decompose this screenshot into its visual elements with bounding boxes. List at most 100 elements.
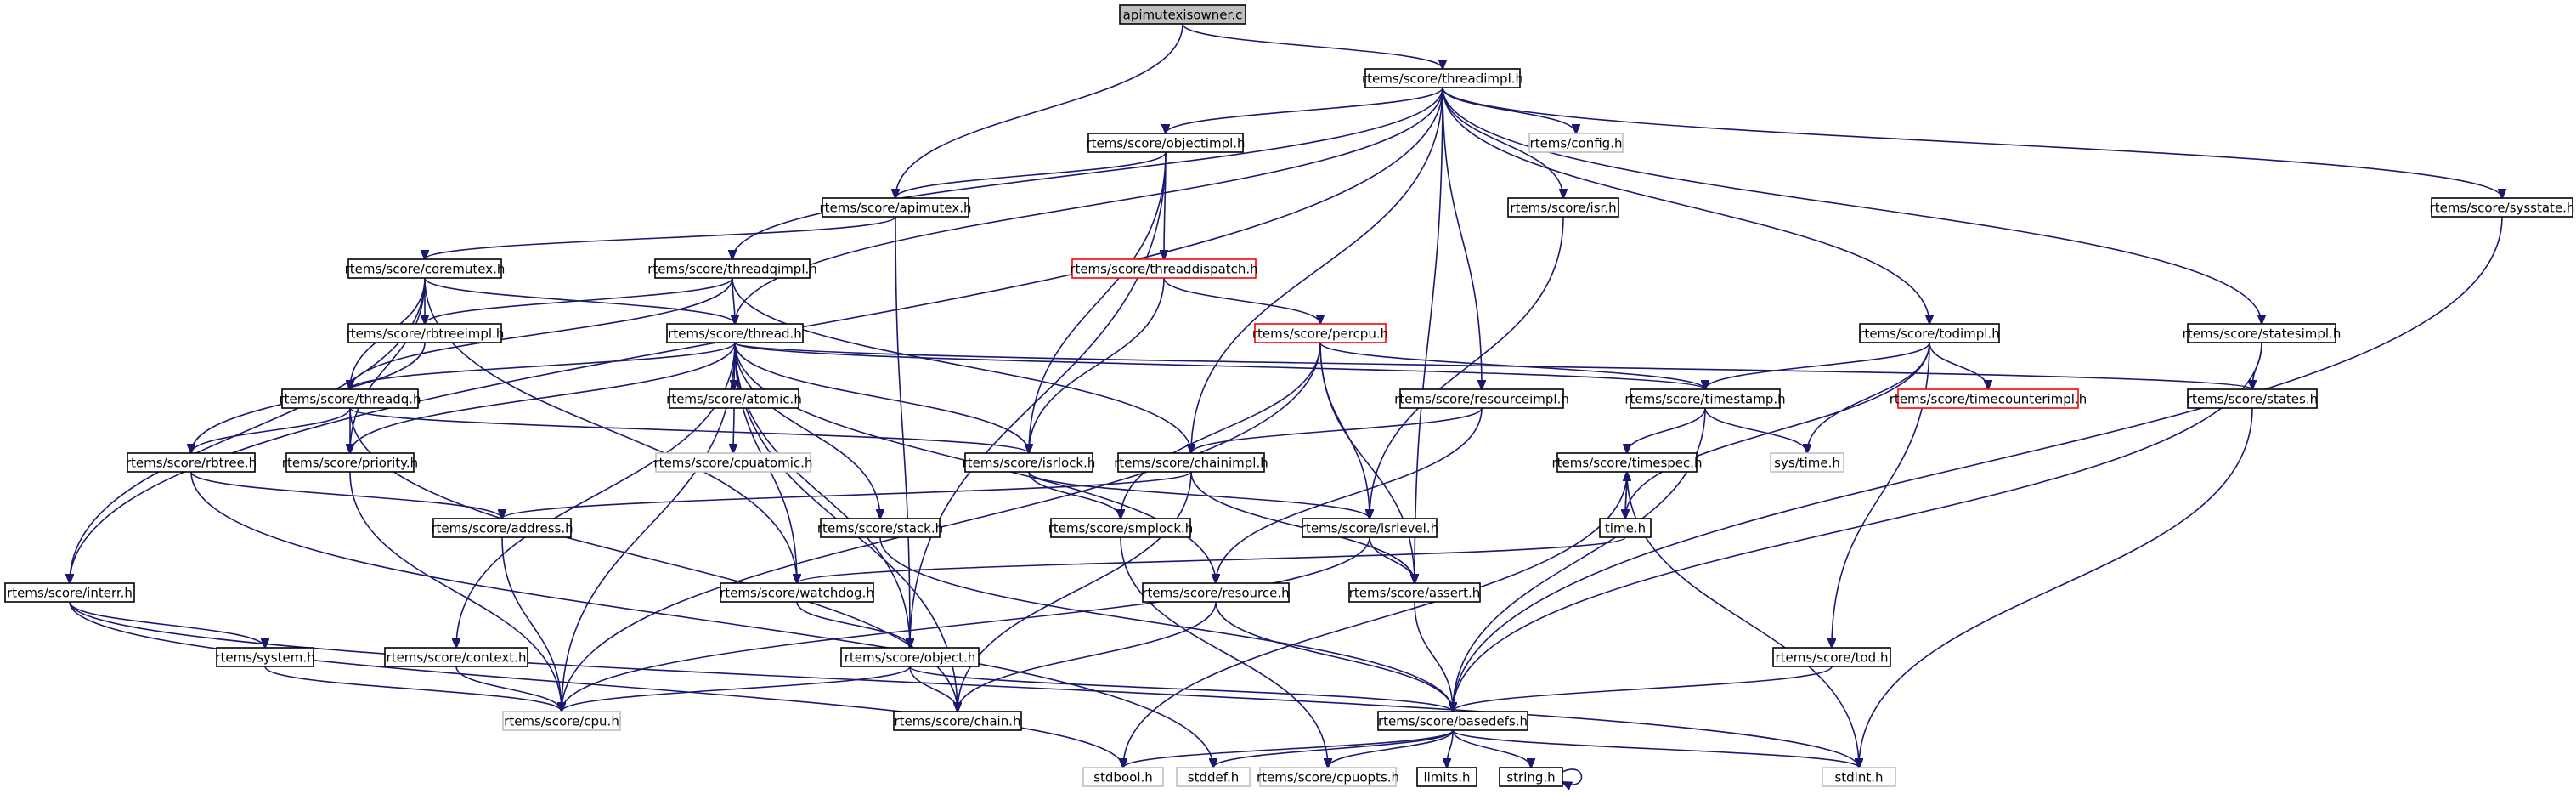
node-thread[interactable]: rtems/score/thread.h <box>666 323 804 343</box>
node-atomic[interactable]: rtems/score/atomic.h <box>666 388 802 409</box>
node-timecounterimpl[interactable]: rtems/score/timecounterimpl.h <box>1890 388 2087 409</box>
edge-thread-to-priority <box>350 342 736 453</box>
node-threadimpl[interactable]: rtems/score/threadimpl.h <box>1362 68 1523 88</box>
node-box <box>1772 647 1891 667</box>
node-chainimpl[interactable]: rtems/score/chainimpl.h <box>1114 452 1268 473</box>
edge-threadimpl-to-assert <box>1415 87 1443 583</box>
edge-percpu-to-cpu <box>562 342 1321 712</box>
node-priority[interactable]: rtems/score/priority.h <box>282 452 418 473</box>
node-box <box>1770 452 1844 473</box>
node-label: rtems/score/timespec.h <box>1551 456 1702 471</box>
node-box <box>1071 258 1257 279</box>
node-context[interactable]: rtems/score/context.h <box>384 647 528 667</box>
node-box <box>281 388 419 409</box>
edge-percpu-to-timestamp <box>1319 342 1705 389</box>
node-label: rtems/score/states.h <box>2187 392 2318 407</box>
node-limits[interactable]: limits.h <box>1416 767 1477 787</box>
node-apimutex[interactable]: rtems/score/apimutex.h <box>819 197 972 218</box>
edge-smplock-to-cpuopts <box>1120 536 1328 768</box>
node-stack[interactable]: rtems/score/stack.h <box>817 518 943 538</box>
node-percpu[interactable]: rtems/score/percpu.h <box>1252 323 1388 343</box>
node-box <box>669 388 799 409</box>
node-watchdog[interactable]: rtems/score/watchdog.h <box>720 582 874 603</box>
node-timespec[interactable]: rtems/score/timespec.h <box>1551 452 1703 473</box>
node-box <box>2187 323 2336 343</box>
edge-todimpl-to-timecounterimpl <box>1929 342 1988 389</box>
node-address[interactable]: rtems/score/address.h <box>431 518 573 538</box>
node-rbtree[interactable]: rtems/score/rbtree.h <box>126 452 257 473</box>
node-box <box>2187 388 2318 409</box>
node-threaddispatch[interactable]: rtems/score/threaddispatch.h <box>1070 258 1258 279</box>
node-box <box>1556 452 1698 473</box>
edge-assert-to-basedefs <box>1414 601 1453 712</box>
node-box <box>1416 767 1477 787</box>
node-label: limits.h <box>1423 770 1470 785</box>
node-rbtreeimpl[interactable]: rtems/score/rbtreeimpl.h <box>346 323 505 343</box>
node-threadqimpl[interactable]: rtems/score/threadqimpl.h <box>647 258 817 279</box>
node-statesimpl[interactable]: rtems/score/statesimpl.h <box>2183 323 2342 343</box>
node-label: stdbool.h <box>1093 770 1153 785</box>
edge-threadimpl-to-objectimpl <box>1166 87 1443 133</box>
node-resource[interactable]: rtems/score/resource.h <box>1142 582 1290 603</box>
node-label: rtems/score/address.h <box>431 521 573 536</box>
node-basedefs[interactable]: rtems/score/basedefs.h <box>1377 711 1528 731</box>
node-label: rtems/score/threadqimpl.h <box>647 262 817 277</box>
node-interr[interactable]: rtems/score/interr.h <box>4 582 135 603</box>
node-tod[interactable]: rtems/score/tod.h <box>1772 647 1891 667</box>
edge-threadimpl-to-statesimpl <box>1442 87 2262 324</box>
node-resourceimpl[interactable]: rtems/score/resourceimpl.h <box>1394 388 1569 409</box>
node-systime: sys/time.h <box>1770 452 1844 473</box>
edge-threaddispatch-to-isrlock <box>1029 277 1165 453</box>
node-stddef: stddef.h <box>1176 767 1251 787</box>
edge-rbtree-to-stddef <box>190 471 1213 768</box>
edge-objectimpl-to-object <box>910 151 1167 648</box>
edge-states-to-stdint <box>1859 407 2253 768</box>
node-states[interactable]: rtems/score/states.h <box>2187 388 2318 409</box>
node-label: rtems/score/smplock.h <box>1048 521 1194 536</box>
node-timeh[interactable]: time.h <box>1599 518 1652 538</box>
edge-string-to-string <box>1562 768 1583 785</box>
node-apimutexisowner[interactable]: apimutexisowner.c <box>1119 4 1246 25</box>
node-label: rtems/score/tod.h <box>1776 650 1889 666</box>
edge-object-to-basedefs <box>909 666 1453 712</box>
node-chain[interactable]: rtems/score/chain.h <box>893 711 1022 731</box>
node-label: rtems/score/isrlock.h <box>963 456 1096 471</box>
edge-interr-to-stdint <box>69 601 1859 768</box>
edge-context-to-cpu <box>455 666 562 712</box>
node-isrlock[interactable]: rtems/score/isrlock.h <box>963 452 1096 473</box>
node-label: rtems/score/object.h <box>845 650 976 666</box>
node-objectimpl[interactable]: rtems/score/objectimpl.h <box>1086 133 1246 153</box>
node-isrlevel[interactable]: rtems/score/isrlevel.h <box>1301 518 1438 538</box>
node-coremutex[interactable]: rtems/score/coremutex.h <box>345 258 506 279</box>
node-label: rtems/score/isrlevel.h <box>1301 521 1438 536</box>
edge-threadqimpl-to-rbtreeimpl <box>425 277 733 324</box>
node-cpu: rtems/score/cpu.h <box>502 711 621 731</box>
node-label: rtems/score/priority.h <box>282 456 418 471</box>
edge-threadq-to-isrlock <box>349 407 1029 453</box>
node-label: rtems/score/rbtreeimpl.h <box>346 326 505 342</box>
edge-thread-to-stack <box>734 342 880 519</box>
node-todimpl[interactable]: rtems/score/todimpl.h <box>1859 323 2000 343</box>
node-threadq[interactable]: rtems/score/threadq.h <box>279 388 421 409</box>
node-smplock[interactable]: rtems/score/smplock.h <box>1048 518 1194 538</box>
edge-threadimpl-to-threadqimpl <box>732 87 1443 259</box>
node-label: rtems/score/chainimpl.h <box>1114 456 1268 471</box>
node-system[interactable]: rtems/system.h <box>215 647 315 667</box>
node-label: rtems/score/coremutex.h <box>345 262 506 277</box>
edge-isrlevel-to-cpu <box>562 536 1370 712</box>
node-isr[interactable]: rtems/score/isr.h <box>1507 197 1619 218</box>
node-box <box>432 518 572 538</box>
edge-interr-to-stdbool <box>69 601 1123 768</box>
node-box <box>347 323 502 343</box>
node-timestamp[interactable]: rtems/score/timestamp.h <box>1624 388 1786 409</box>
node-box <box>1259 767 1397 787</box>
node-label: rtems/score/cpuopts.h <box>1257 770 1399 785</box>
node-label: rtems/score/cpuatomic.h <box>654 456 813 471</box>
node-label: rtems/score/resource.h <box>1142 586 1289 601</box>
node-string[interactable]: string.h <box>1499 767 1563 787</box>
node-assert[interactable]: rtems/score/assert.h <box>1348 582 1481 603</box>
node-box <box>347 258 502 279</box>
node-object[interactable]: rtems/score/object.h <box>840 647 980 667</box>
node-sysstate[interactable]: rtems/score/sysstate.h <box>2430 197 2575 218</box>
node-box <box>1302 518 1438 538</box>
